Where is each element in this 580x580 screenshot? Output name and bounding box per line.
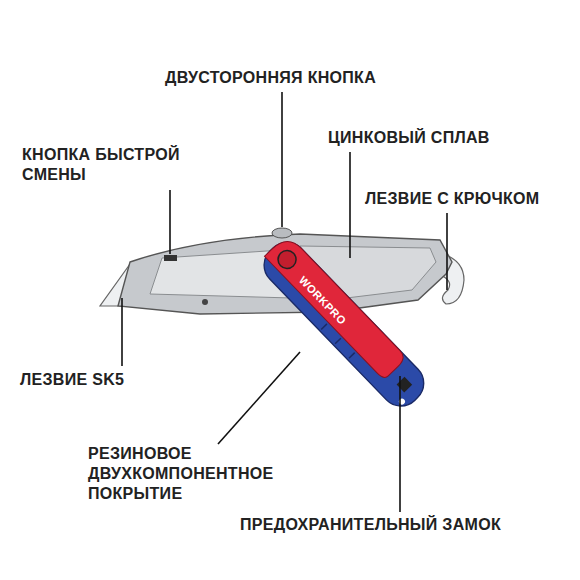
callout-label: ДВУСТОРОННЯЯ КНОПКА	[165, 68, 376, 88]
callout-label: РЕЗИНОВОЕ ДВУХКОМПОНЕНТНОЕ ПОКРЫТИЕ	[88, 444, 303, 504]
quick-change-button	[164, 255, 177, 261]
two-sided-button	[272, 228, 292, 238]
callout-label: ЛЕЗВИЕ SK5	[20, 370, 124, 390]
callout-label: ЛЕЗВИЕ С КРЮЧКОМ	[365, 189, 539, 209]
callout-label: КНОПКА БЫСТРОЙ СМЕНЫ	[22, 145, 212, 185]
callout-label: ПРЕДОХРАНИТЕЛЬНЫЙ ЗАМОК	[240, 515, 501, 535]
handle	[256, 234, 432, 414]
screw	[202, 299, 208, 305]
callout-label: ЦИНКОВЫЙ СПЛАВ	[328, 128, 490, 148]
